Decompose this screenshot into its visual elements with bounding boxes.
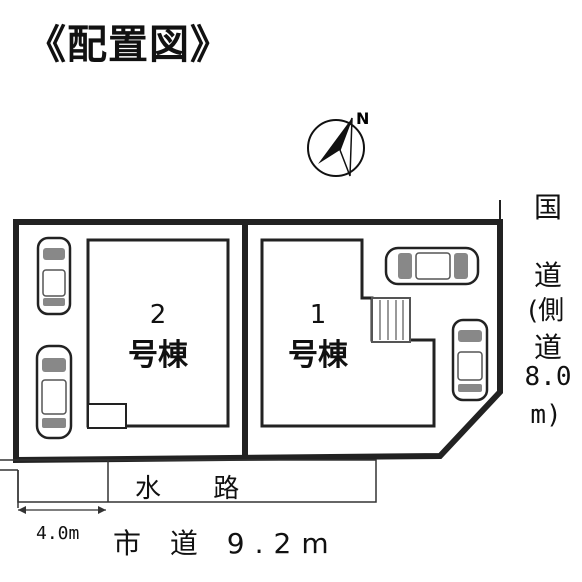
national-road-char: 8.0 [524, 362, 572, 392]
national-road-char: (側 [527, 296, 565, 326]
car-icon [451, 318, 489, 402]
national-road-char: 国 [533, 191, 562, 224]
building-1-name: 号棟 [288, 338, 348, 373]
city-road-label: 市 道 9.2m [113, 527, 339, 560]
building-2-number: 2 [149, 300, 167, 330]
car-icon [36, 236, 72, 316]
building-2-footprint [86, 238, 230, 428]
waterway-label: 水 路 [135, 474, 262, 504]
car-icon [384, 246, 480, 286]
national-road-label: 国 道 (側 道 8.0 m) [520, 186, 576, 466]
entrance-step-2 [87, 403, 127, 429]
page-title: 《配置図》 [26, 22, 231, 68]
building-1-label: 1 号棟 [278, 300, 358, 374]
building-1-number: 1 [309, 300, 327, 330]
car-icon [35, 344, 73, 440]
building-2-name: 号棟 [128, 338, 188, 373]
building-2-label: 2 号棟 [118, 300, 198, 374]
north-label: N [356, 109, 369, 128]
national-road-char: m) [530, 400, 562, 430]
setback-label: 4.0m [36, 523, 80, 544]
stairs-icon [371, 297, 411, 343]
national-road-char: 道 [533, 259, 562, 292]
national-road-char: 道 [533, 331, 562, 364]
site-boundary [13, 219, 503, 464]
compass-icon: N [307, 109, 369, 177]
setback-dimension [18, 506, 106, 514]
